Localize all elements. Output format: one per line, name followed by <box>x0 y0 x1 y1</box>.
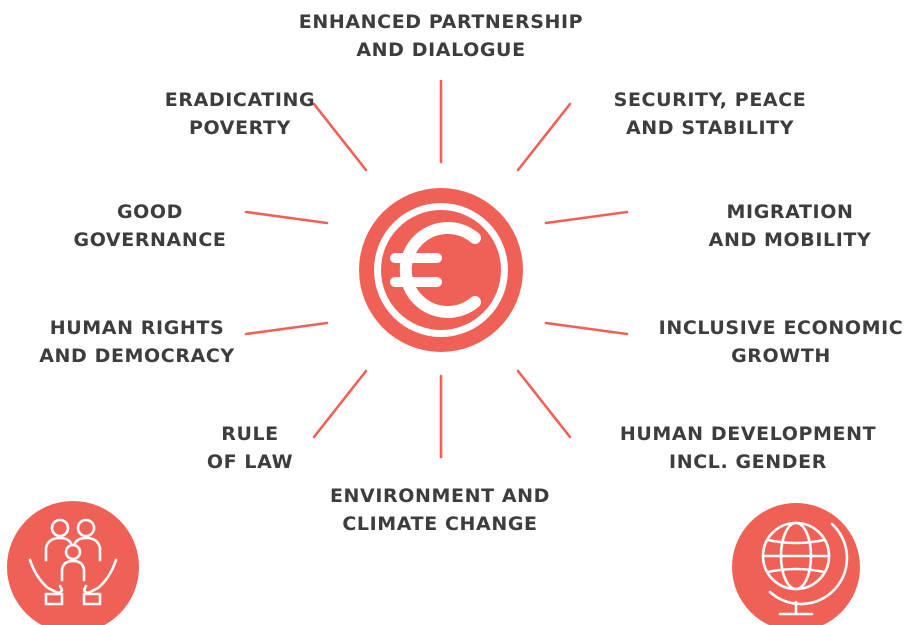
label-line: AND MOBILITY <box>708 229 872 251</box>
label-environment-climate: ENVIRONMENT AND CLIMATE CHANGE <box>312 482 568 538</box>
label-human-rights: HUMAN RIGHTS AND DEMOCRACY <box>22 314 252 370</box>
label-line: RULE <box>221 423 279 445</box>
label-line: GOVERNANCE <box>73 229 227 251</box>
ray-top-right <box>516 102 572 172</box>
label-line: INCLUSIVE ECONOMIC <box>658 317 904 339</box>
label-enhanced-partnership: ENHANCED PARTNERSHIP AND DIALOGUE <box>280 8 602 64</box>
label-line: SECURITY, PEACE <box>613 89 807 111</box>
label-line: POVERTY <box>189 117 291 139</box>
label-line: ERADICATING <box>164 89 316 111</box>
rays <box>244 79 629 459</box>
euro-icon <box>359 188 523 352</box>
family-in-hands-icon <box>7 501 139 625</box>
label-rule-of-law: RULE OF LAW <box>200 420 300 476</box>
ray-bottom-left <box>312 369 368 439</box>
label-good-governance: GOOD GOVERNANCE <box>60 198 240 254</box>
label-migration-mobility: MIGRATION AND MOBILITY <box>690 198 890 254</box>
label-line: ENVIRONMENT AND <box>329 485 551 507</box>
globe-icon <box>732 503 860 625</box>
label-line: CLIMATE CHANGE <box>342 513 538 535</box>
label-eradicating-poverty: ERADICATING POVERTY <box>140 86 340 142</box>
ray-right-1 <box>544 210 629 225</box>
label-inclusive-growth: INCLUSIVE ECONOMIC GROWTH <box>656 314 906 370</box>
label-line: HUMAN RIGHTS <box>49 317 225 339</box>
label-line: GROWTH <box>731 345 831 367</box>
label-line: OF LAW <box>206 451 294 473</box>
ray-right-2 <box>544 321 629 336</box>
label-line: AND STABILITY <box>625 117 795 139</box>
ray-left-2 <box>244 321 329 336</box>
label-line: AND DIALOGUE <box>356 39 526 61</box>
label-line: MIGRATION <box>726 201 854 223</box>
ray-top-left <box>312 102 368 172</box>
label-line: ENHANCED PARTNERSHIP <box>298 11 584 33</box>
label-line: AND DEMOCRACY <box>39 345 235 367</box>
label-security-peace: SECURITY, PEACE AND STABILITY <box>590 86 830 142</box>
ray-left-1 <box>244 210 329 225</box>
label-line: GOOD <box>116 201 184 223</box>
label-line: HUMAN DEVELOPMENT <box>619 423 877 445</box>
label-human-development: HUMAN DEVELOPMENT INCL. GENDER <box>610 420 886 476</box>
ray-bottom-right <box>516 369 572 439</box>
label-line: INCL. GENDER <box>669 451 827 473</box>
